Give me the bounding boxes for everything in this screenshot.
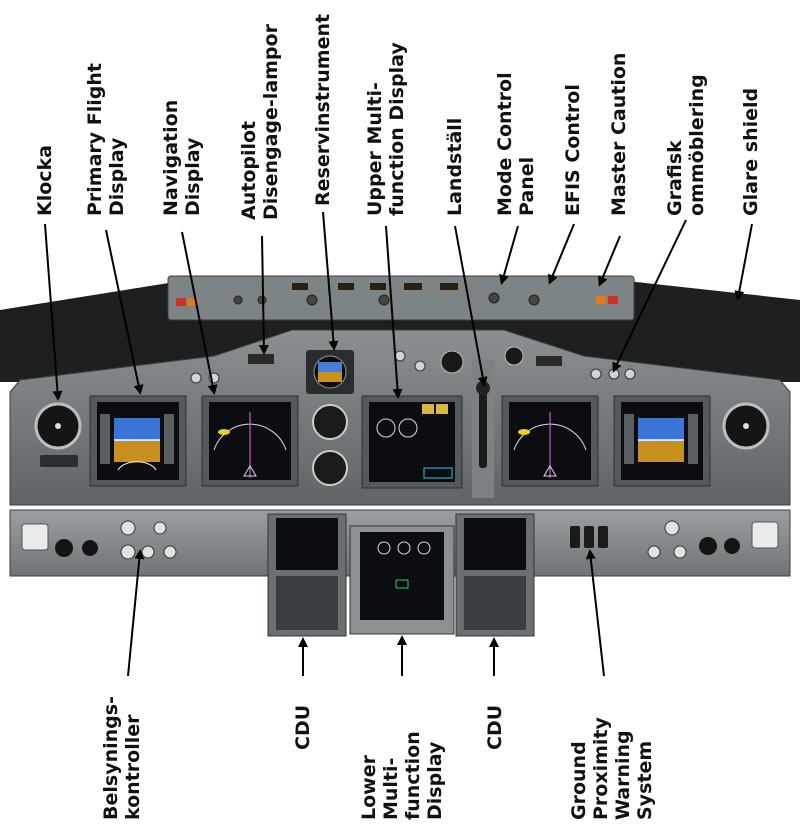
cdu-left (267, 513, 347, 637)
label-belys-line: Belsynings- (100, 696, 122, 820)
arrow-belys (127, 549, 145, 677)
arrow-klocka (44, 223, 63, 401)
mcp-displays (292, 283, 458, 290)
brake-pressure-gauge (440, 350, 464, 374)
label-cdu1: CDU (292, 705, 314, 750)
label-ap-line: Disengage-lampor (260, 24, 282, 220)
label-efis-line: EFIS Control (562, 84, 584, 216)
label-landstall-line: Landställ (444, 117, 466, 216)
label-pfd-line: Display (106, 137, 128, 216)
label-lmfd-line: Display (424, 741, 446, 820)
clock-right (722, 402, 770, 450)
oxygen-knobs (55, 537, 740, 557)
arrow-efis (548, 223, 575, 285)
lighting-controls (120, 520, 687, 560)
standby-instruments (306, 350, 354, 486)
arrow-grafisk (612, 219, 687, 373)
panel-knobs (190, 350, 636, 384)
gpws-switches (570, 526, 608, 548)
label-klocka: Klocka (34, 145, 56, 216)
label-landstall: Landställ (444, 118, 466, 216)
arrow-mc (598, 235, 621, 287)
label-klocka-line: Klocka (34, 144, 56, 216)
label-umfd: Upper Multi-function Display (364, 42, 408, 216)
label-ap-line: Autopilot (238, 120, 260, 220)
label-lmfd-line: Multi- (380, 757, 402, 820)
label-cdu2-line: CDU (484, 704, 506, 750)
label-mcp-line: Panel (516, 156, 538, 216)
arrow-umfd (385, 225, 403, 399)
pointer-arrows (44, 211, 753, 677)
label-mc: Master Caution (608, 53, 630, 216)
label-belys: Belsynings-kontroller (100, 696, 144, 820)
label-lmfd-line: function (402, 731, 424, 820)
arrow-reserv (322, 211, 339, 351)
arrow-gpws (585, 549, 605, 677)
label-lmfd-line: Lower (358, 755, 380, 820)
label-nd-line: Display (182, 137, 204, 216)
label-cdu2: CDU (484, 705, 506, 750)
label-nd-line: Navigation (160, 99, 182, 216)
mode-control-panel (167, 275, 635, 321)
arrow-nd (181, 231, 218, 395)
arrow-landstall (454, 225, 488, 387)
label-cdu1-line: CDU (292, 704, 314, 750)
label-umfd-line: Upper Multi- (364, 82, 386, 216)
mic-panels (21, 521, 779, 551)
label-reserv: Reservinstrument (312, 14, 334, 206)
master-caution-lights (176, 296, 618, 306)
nd-right (501, 395, 599, 487)
autopilot-disengage-lights (248, 354, 562, 366)
label-pfd-line: Primary Flight (84, 62, 106, 216)
arrow-glare (734, 223, 753, 301)
nd-left (201, 395, 299, 487)
label-gpws-line: System (634, 740, 656, 820)
label-efis: EFIS Control (562, 84, 584, 216)
label-glare-line: Glare shield (740, 87, 762, 216)
label-umfd-line: function Display (386, 42, 408, 216)
upper-mfd (361, 395, 463, 489)
label-belys-line: kontroller (122, 714, 144, 821)
arrow-mcp (499, 225, 519, 285)
label-grafisk-line: Grafisk (664, 140, 686, 216)
pfd-left (89, 395, 187, 487)
label-glare: Glare shield (740, 88, 762, 216)
switch-left (40, 455, 78, 467)
lower-mfd (349, 525, 455, 635)
mcp-knobs (233, 292, 540, 306)
cdu-right (455, 513, 535, 637)
autobrake-knob (504, 346, 524, 366)
label-grafisk-line: ommöblering (686, 74, 708, 216)
arrow-pfd (105, 229, 144, 395)
label-mc-line: Master Caution (608, 52, 630, 216)
arrow-ap (258, 235, 269, 355)
pfd-right (613, 395, 711, 487)
label-mcp-line: Mode Control (494, 72, 516, 216)
label-gpws-line: Warning (612, 730, 634, 820)
label-gpws-line: Proximity (590, 717, 612, 820)
clock-left (34, 402, 82, 450)
label-reserv-line: Reservinstrument (312, 13, 334, 206)
label-gpws-line: Ground (568, 741, 590, 820)
